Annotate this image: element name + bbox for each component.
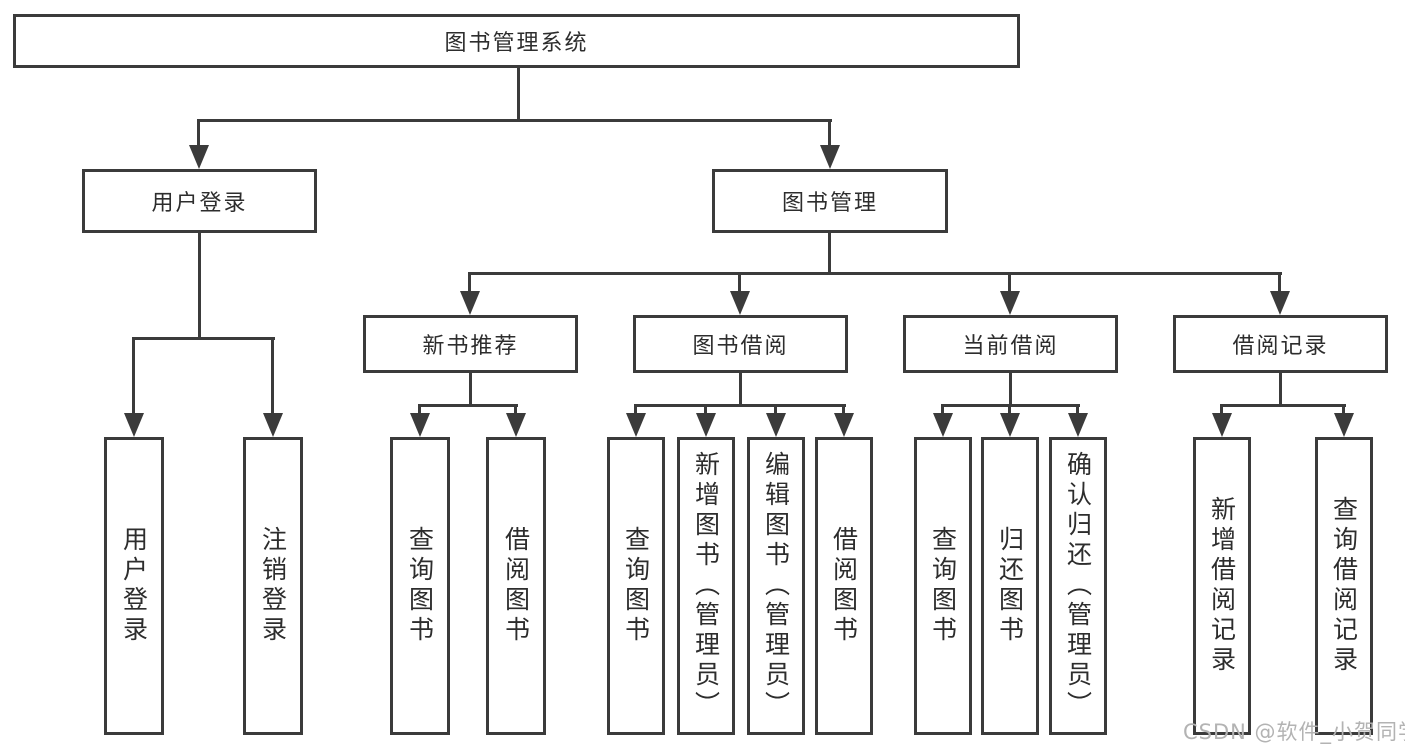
- connector-book-borrow-stub: [739, 373, 742, 406]
- csdn-watermark: CSDN @软件_小贺同学: [1183, 720, 1405, 744]
- connector-book-mgmt-stub: [828, 233, 831, 274]
- leaf-bookborrow-borrow-label: 借阅图书: [829, 526, 859, 646]
- leaf-records-add-label: 新增借阅记录: [1207, 496, 1237, 676]
- node-root-label: 图书管理系统: [444, 31, 589, 56]
- leaf-current-confirm: 确认归还（管理员）: [1049, 437, 1107, 735]
- node-borrow-records-label: 借阅记录: [1232, 334, 1329, 359]
- connector-arrow-book-mgmt: [820, 120, 840, 169]
- connector-arrow-leaf: [1068, 405, 1088, 437]
- leaf-newbooks-borrow-label: 借阅图书: [501, 526, 531, 646]
- leaf-bookborrow-add: 新增图书（管理员）: [677, 437, 735, 735]
- leaf-bookborrow-query-label: 查询图书: [621, 526, 651, 646]
- leaf-current-return: 归还图书: [981, 437, 1039, 735]
- connector-arrow-current-borrow: [1000, 274, 1020, 315]
- leaf-logout: 注销登录: [243, 437, 303, 735]
- leaf-bookborrow-add-label: 新增图书（管理员）: [691, 451, 721, 721]
- connector-level3-branch: [468, 272, 1282, 275]
- leaf-bookborrow-query: 查询图书: [607, 437, 665, 735]
- node-current-borrow: 当前借阅: [903, 315, 1118, 373]
- leaf-current-confirm-label: 确认归还（管理员）: [1063, 451, 1093, 721]
- connector-arrow-leaf-logout: [263, 339, 283, 437]
- connector-arrow-borrow-records: [1270, 274, 1290, 315]
- connector-arrow-leaf: [1000, 405, 1020, 437]
- connector-root-stub: [517, 68, 520, 121]
- connector-arrow-leaf: [933, 405, 953, 437]
- connector-arrow-leaf: [696, 405, 716, 437]
- leaf-user-login-label: 用户登录: [119, 526, 149, 646]
- node-book-mgmt: 图书管理: [712, 169, 948, 233]
- leaf-user-login: 用户登录: [104, 437, 164, 735]
- leaf-current-query-label: 查询图书: [928, 526, 958, 646]
- node-new-books-label: 新书推荐: [422, 334, 519, 359]
- connector-arrow-leaf: [766, 405, 786, 437]
- connector-arrow-leaf: [410, 405, 430, 437]
- connector-arrow-leaf: [1334, 405, 1354, 437]
- node-book-borrow: 图书借阅: [633, 315, 848, 373]
- connector-arrow-leaf: [1212, 405, 1232, 437]
- leaf-current-query: 查询图书: [914, 437, 972, 735]
- connector-new-books-stub: [469, 373, 472, 406]
- connector-user-login-stub: [198, 233, 201, 339]
- connector-arrow-leaf: [506, 405, 526, 437]
- leaf-records-query: 查询借阅记录: [1315, 437, 1373, 735]
- connector-arrow-leaf-login: [124, 339, 144, 437]
- connector-user-login-branch: [132, 337, 275, 340]
- connector-current-borrow-stub: [1009, 373, 1012, 406]
- node-root: 图书管理系统: [13, 14, 1020, 68]
- leaf-newbooks-query-label: 查询图书: [405, 526, 435, 646]
- node-user-login-label: 用户登录: [151, 191, 248, 216]
- connector-arrow-user-login: [189, 120, 209, 169]
- node-book-borrow-label: 图书借阅: [692, 334, 789, 359]
- leaf-records-query-label: 查询借阅记录: [1329, 496, 1359, 676]
- connector-book-borrow-branch: [634, 404, 846, 407]
- leaf-records-add: 新增借阅记录: [1193, 437, 1251, 735]
- leaf-newbooks-borrow: 借阅图书: [486, 437, 546, 735]
- leaf-bookborrow-edit: 编辑图书（管理员）: [747, 437, 805, 735]
- connector-arrow-leaf: [626, 405, 646, 437]
- connector-arrow-new-books: [460, 274, 480, 315]
- connector-arrow-leaf: [834, 405, 854, 437]
- node-user-login: 用户登录: [82, 169, 317, 233]
- node-current-borrow-label: 当前借阅: [962, 334, 1059, 359]
- leaf-bookborrow-borrow: 借阅图书: [815, 437, 873, 735]
- node-new-books: 新书推荐: [363, 315, 578, 373]
- connector-borrow-records-stub: [1279, 373, 1282, 406]
- leaf-current-return-label: 归还图书: [995, 526, 1025, 646]
- connector-new-books-branch: [418, 404, 518, 407]
- node-book-mgmt-label: 图书管理: [781, 191, 878, 216]
- connector-borrow-records-branch: [1220, 404, 1346, 407]
- connector-arrow-book-borrow: [730, 274, 750, 315]
- node-borrow-records: 借阅记录: [1173, 315, 1388, 373]
- leaf-bookborrow-edit-label: 编辑图书（管理员）: [761, 451, 791, 721]
- leaf-newbooks-query: 查询图书: [390, 437, 450, 735]
- connector-level2-branch: [197, 119, 832, 122]
- leaf-logout-label: 注销登录: [258, 526, 288, 646]
